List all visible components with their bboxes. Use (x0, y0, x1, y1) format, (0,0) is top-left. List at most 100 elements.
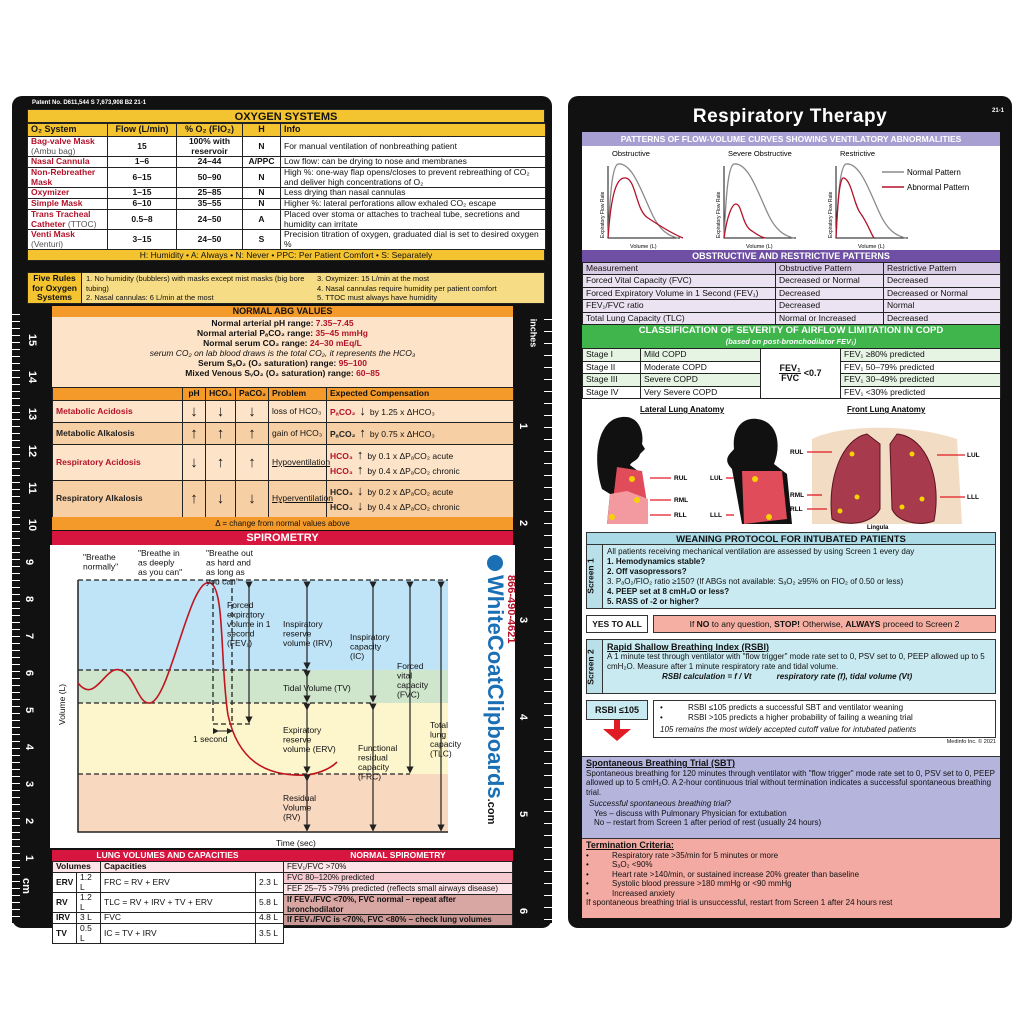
phrase-breathe-out-line: as long as (206, 567, 245, 577)
brand-name: WhiteCoatClipboards.com (483, 575, 508, 825)
erv-label-line: volume (ERV) (283, 744, 336, 754)
tlc-label-line: (TLC) (430, 749, 452, 759)
lobe-marker (899, 504, 905, 510)
problem-cell: Hyperventilation (268, 480, 333, 518)
flow-cell: 3–15 (107, 229, 177, 250)
lobe-marker (837, 508, 843, 514)
irv-label-line: reserve (283, 629, 312, 639)
tlc-label-line: lung (430, 730, 446, 740)
sbt-title: Spontaneous Breathing Trial (SBT) (586, 758, 736, 768)
cm-number: 15 (26, 333, 39, 347)
ns-row: FEV₁/FVC >70% (283, 861, 513, 873)
whitecoat-logo: WhiteCoatClipboards.com866-490-4621Medin… (483, 555, 515, 825)
stage-cell: Stage III (582, 373, 641, 387)
arrow-icon: ↓ (356, 483, 364, 498)
lateral-title: Lateral Lung Anatomy (640, 405, 725, 414)
sbt-text: Spontaneous breathing for 120 minutes th… (586, 768, 995, 797)
lv-cell: IC = TV + IRV (100, 923, 257, 944)
frc-label-line: residual (358, 753, 388, 763)
rv-label-line: Residual (283, 793, 316, 803)
fev1-box (212, 580, 250, 725)
pct-cell: 24–44 (176, 156, 243, 168)
lateral-lobe-label: RML (674, 497, 688, 504)
arrow-icon: ↑ (182, 422, 206, 445)
fev1-label-line: (FEV₁) (227, 638, 252, 648)
volume-curve (77, 582, 338, 776)
lv-cell: 3.5 L (255, 923, 285, 944)
comp-text: by 0.75 x ΔHCO₃ (369, 429, 435, 439)
volume-band (78, 580, 448, 670)
arrow-icon: ↑ (205, 422, 236, 445)
panel-axes (723, 166, 796, 239)
frc-label-line: Functional (358, 743, 397, 753)
o2-system-cell: Nasal Cannula (27, 156, 108, 168)
lv-cell: 3 L (75, 912, 102, 924)
pct-cell: 50–90 (176, 167, 243, 188)
compensation-cell: PₐCO₂↑by 0.75 x ΔHCO₃ (326, 422, 514, 445)
panel-ylabel: Expiratory Flow Rate (828, 191, 834, 238)
column-header: Restrictive Pattern (883, 262, 1001, 275)
lobe-marker (919, 496, 925, 502)
rule-item: 3. Oxymizer: 15 L/min at the most (317, 274, 430, 283)
lv-cell: 5.8 L (255, 892, 285, 913)
panel-xlabel: Volume (L) (630, 244, 657, 250)
patterns-title: OBSTRUCTIVE AND RESTRICTIVE PATTERNS (582, 250, 1000, 262)
phrase-breathe-normally-line: "Breathe (83, 552, 116, 562)
cm-number: 3 (23, 780, 36, 788)
cm-number: 14 (26, 370, 39, 384)
screen1-item: 4. PEEP set at 8 cmH₂O or less? (607, 587, 730, 596)
weaning-copyright: Medinfo Inc. © 2021 (946, 739, 996, 745)
lv-cell: IRV (52, 912, 77, 924)
comp-text: by 1.25 x ΔHCO₃ (369, 407, 435, 417)
y-axis-label-line: Volume (L) (57, 684, 67, 725)
cm-number: 1 (23, 854, 36, 862)
patterns-cell: Normal (883, 299, 1001, 313)
right-content: PATTERNS OF FLOW-VOLUME CURVES SHOWING V… (582, 132, 1001, 918)
screen1-label: Screen 1 (586, 545, 603, 608)
disorder-name: Metabolic Alkalosis (52, 422, 183, 445)
tv-label: Tidal Volume (TV) (283, 683, 351, 693)
abg-value-line: Normal arterial pH range: 7.35–7.45 (52, 318, 513, 328)
volume-band (78, 670, 448, 703)
rv-label-line: (RV) (283, 812, 300, 822)
o2-system-name: Nasal Cannula (31, 156, 90, 167)
inches-label: inches (528, 318, 539, 348)
arrow-icon: ↑ (235, 422, 269, 445)
patterns-cell: FEV₁/FVC ratio (582, 299, 776, 313)
lv-cell: 0.5 L (75, 923, 102, 944)
lobe-marker (629, 476, 635, 482)
compensation-line: PₐCO₂↓by 1.25 x ΔHCO₃ (330, 404, 510, 419)
abg-row: Respiratory Alkalosis↑↓↓Hyperventilation… (52, 480, 514, 518)
abg-value-line: Normal serum CO₂ range: 24–30 mEq/L (52, 338, 513, 348)
compensation-line: HCO₃↓by 0.4 x ΔPₐCO₂ chronic (330, 499, 510, 514)
lobe-marker (849, 451, 855, 457)
patterns-row: Total Lung Capacity (TLC)Normal or Incre… (582, 311, 1001, 325)
comp-key: HCO₃ (330, 502, 353, 512)
front-lobe-label: LLL (967, 494, 979, 501)
arrow-icon: ↓ (235, 480, 269, 518)
arrow-icon: ↑ (359, 425, 366, 440)
lv-cell: 1.2 L (75, 872, 102, 893)
termination-box: Termination Criteria: •Respiratory rate … (582, 838, 1000, 918)
lv-cell: RV (52, 892, 77, 913)
flow-cell: 15 (107, 136, 177, 157)
abg-value-line: Serum SₐO₂ (O₂ saturation) range: 95–100 (52, 358, 513, 368)
info-cell: Less drying than nasal cannulas (280, 187, 546, 199)
stage-cell: Stage I (582, 348, 641, 362)
arrow-icon: ↓ (356, 498, 364, 513)
